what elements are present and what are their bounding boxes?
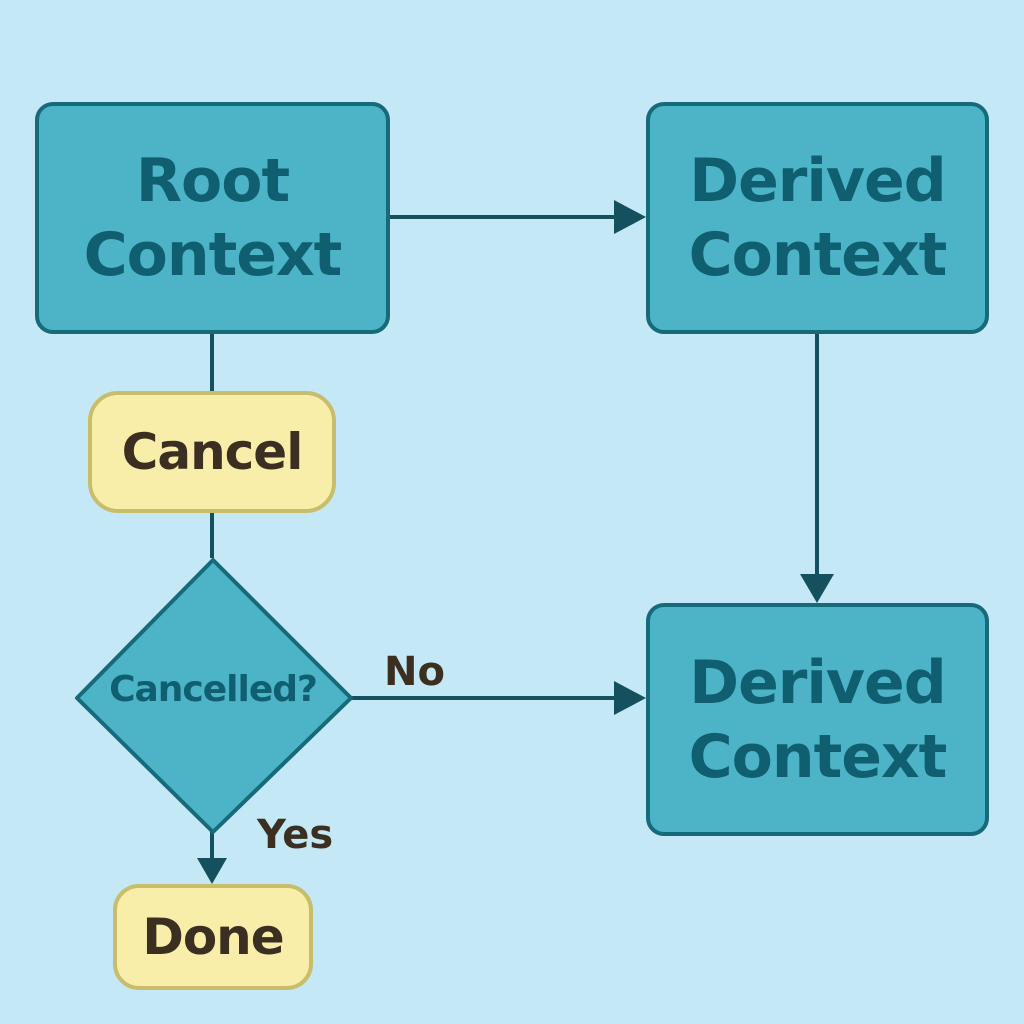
done-node: Done <box>113 884 313 990</box>
arrowhead-derived-bottom-from-decision <box>614 681 646 715</box>
arrowhead-derived-bottom-from-top <box>800 574 834 603</box>
edge-label-no: No <box>384 649 445 695</box>
derived-context-node-bottom: Derived Context <box>646 603 989 836</box>
decision-diamond <box>75 558 353 834</box>
edge-label-yes: Yes <box>257 812 334 858</box>
cancel-label: Cancel <box>121 423 304 481</box>
derived-context-bottom-label: Derived Context <box>688 647 948 792</box>
arrowhead-derived-top <box>614 200 646 234</box>
arrowhead-done <box>197 858 227 884</box>
decision-label: Cancelled? <box>109 669 318 710</box>
root-context-label: Root Context <box>83 146 343 290</box>
done-label: Done <box>142 908 284 966</box>
derived-context-node-top: Derived Context <box>646 102 989 334</box>
cancel-node: Cancel <box>88 391 336 513</box>
derived-context-top-label: Derived Context <box>688 146 948 290</box>
root-context-node: Root Context <box>35 102 390 334</box>
